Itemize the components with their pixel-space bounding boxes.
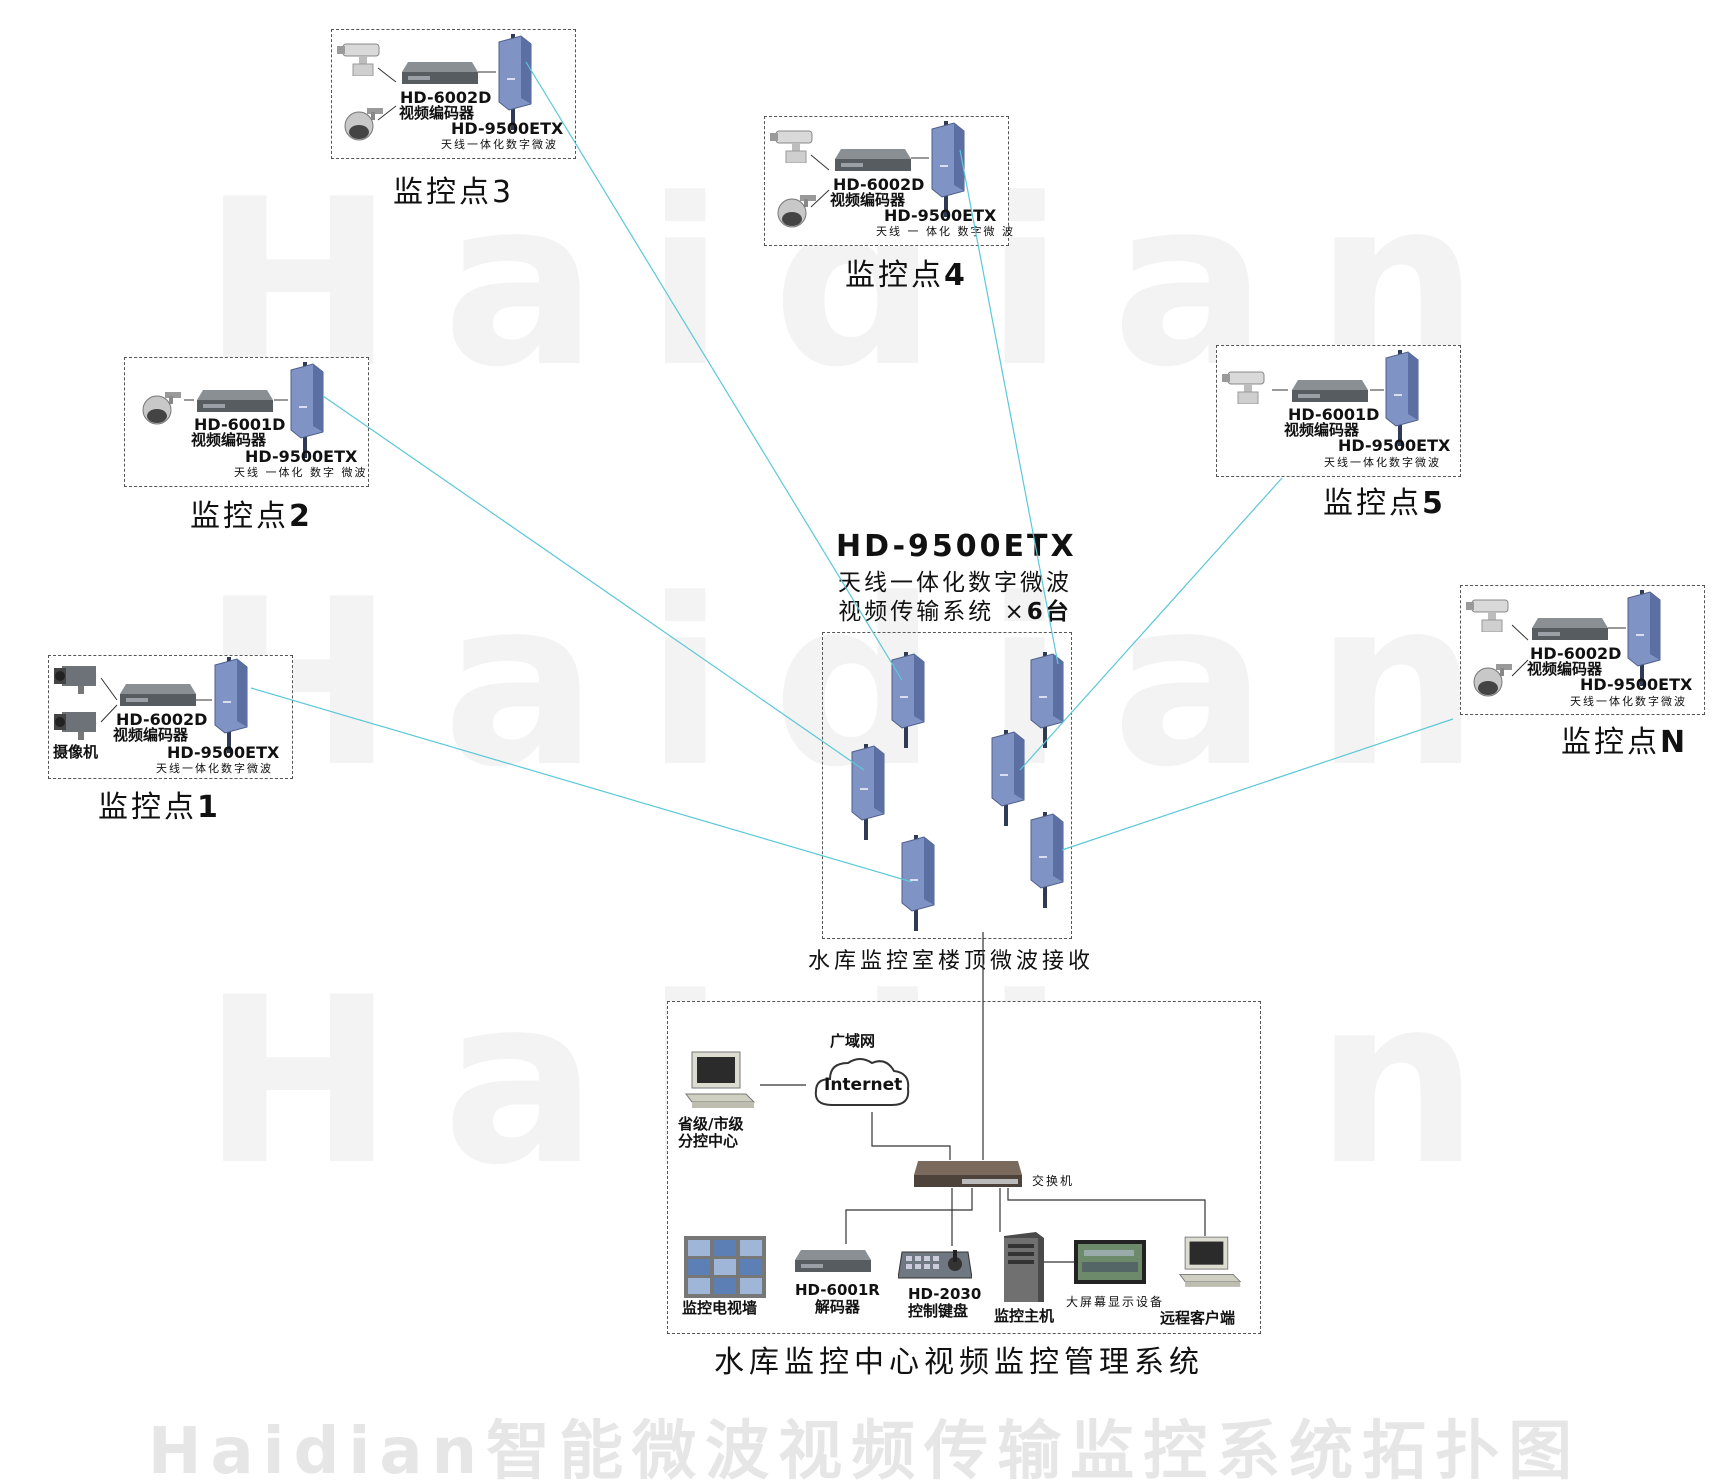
camera-icon [1222,371,1265,404]
keyboard-icon [898,1250,972,1279]
encoder-model: HD-6002D [400,88,492,107]
antenna-icon [1030,652,1064,748]
encoder-label: 视频编码器 [399,104,475,122]
encoder-label: 视频编码器 [1284,421,1360,439]
antenna-icon [1627,590,1661,686]
display-label: 大屏幕显示设备 [1066,1295,1165,1309]
antenna-model: HD-9500ETX [1580,675,1693,694]
site-4-title: 监控点4 [845,258,968,293]
antenna-desc: 天线一体化数字微波 [156,762,273,775]
camera-icon [1466,599,1509,632]
site-5-box [1216,345,1461,477]
site-5-title: 监控点5 [1323,486,1446,521]
antenna-model: HD-9500ETX [451,119,564,138]
site-2-title: 监控点2 [190,499,313,534]
antenna-icon [891,652,925,748]
antenna-model: HD-9500ETX [1338,436,1451,455]
encoder-model: HD-6001D [194,415,286,434]
encoder-icon [1532,618,1608,640]
encoder-model: HD-6002D [1530,644,1622,663]
encoder-icon [402,62,478,84]
antenna-icon [498,34,532,130]
antenna-desc: 天线一体化数字微波 [441,138,558,151]
antenna-desc: 天线一体化数字微波 [1570,695,1687,708]
tv-wall-label: 监控电视墙 [682,1299,758,1317]
wan-label: 广域网 [830,1032,876,1050]
encoder-label: 视频编码器 [113,726,189,744]
box-camera-icon [54,712,96,740]
large-display-icon [1074,1240,1146,1284]
antenna-desc: 天线一体化数字微波 [1324,456,1441,469]
camera-icon [337,43,380,76]
camera-icon [770,130,813,163]
branch-center-label: 省级/市级分控中心 [678,1115,744,1151]
center-title: 水库监控中心视频监控管理系统 [714,1345,1204,1380]
remote-client-label: 远程客户端 [1160,1309,1236,1327]
dome-camera-icon [142,391,182,425]
encoder-model: HD-6002D [116,710,208,729]
footer-title: Haidian智能微波视频传输监控系统拓扑图 [147,1415,1582,1481]
remote-client-icon [1179,1236,1241,1288]
encoder-icon [197,390,273,412]
antenna-icon [1030,812,1064,908]
decoder-icon [795,1250,871,1272]
antenna-icon [290,362,324,458]
antenna-desc: 天线 一 体化 数字微 波 [876,225,1015,238]
encoder-icon [1292,380,1368,402]
camera-label: 摄像机 [53,743,99,761]
hub-caption: 水库监控室楼顶微波接收 [808,949,1095,974]
dome-camera-icon [344,107,384,141]
antenna-model: HD-9500ETX [245,447,358,466]
antenna-icon [931,121,965,217]
site-n-title: 监控点N [1561,725,1689,760]
hub-subtitle-2: 视频传输系统 ×6台 [838,599,1072,625]
hub-title: HD-9500ETX [836,529,1077,564]
antenna-icon [901,835,935,931]
encoder-model: HD-6001D [1288,405,1380,424]
antenna-model: HD-9500ETX [884,206,997,225]
site-1-title: 监控点1 [98,790,221,825]
cloud-icon [814,1058,910,1106]
encoder-label: 视频编码器 [191,431,267,449]
antenna-icon [851,744,885,840]
box-camera-icon [54,666,96,694]
tv-wall-icon [684,1236,766,1298]
computer-icon [685,1051,755,1109]
encoder-label: 视频编码器 [1527,660,1603,678]
antenna-icon [991,730,1025,826]
antenna-icon [214,657,248,753]
server-icon [1004,1232,1044,1302]
antenna-model: HD-9500ETX [167,743,280,762]
encoder-icon [835,149,911,171]
dome-camera-icon [777,194,817,228]
switch-label: 交换机 [1032,1174,1075,1188]
antenna-icon [1385,350,1419,446]
host-label: 监控主机 [994,1307,1055,1325]
network-switch-icon [914,1161,1022,1187]
internet-label: Internet [824,1075,903,1095]
site-3-title: 监控点3 [393,175,515,210]
encoder-icon [120,684,196,706]
antenna-desc: 天线 一体化 数字 微波 [234,466,368,479]
dome-camera-icon [1473,663,1513,697]
